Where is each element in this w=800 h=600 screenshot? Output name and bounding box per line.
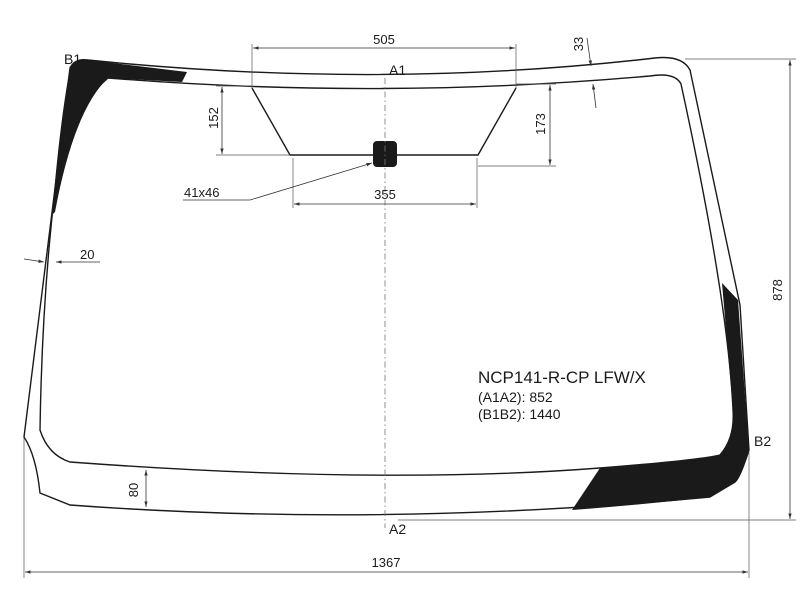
info-code: NCP141-R-CP LFW/X: [478, 368, 646, 387]
info-a1a2: (A1A2): 852: [478, 389, 553, 405]
sensor-block: [373, 141, 397, 167]
dim-152-label: 152: [206, 107, 221, 129]
dim-173-label: 173: [533, 113, 548, 135]
dim-33-arrow-top: [586, 37, 592, 67]
black-band-bottom-right: [572, 283, 749, 510]
point-b1: B1: [64, 51, 81, 67]
dim-505-label: 505: [373, 32, 395, 47]
dim-355-label: 355: [374, 187, 396, 202]
point-a2: A2: [389, 521, 406, 537]
dim-33-arrow-bottom: [592, 83, 597, 109]
point-a1: A1: [389, 62, 406, 78]
dim-41x46-label: 41x46: [184, 185, 219, 200]
glass-inner-outline: [39, 74, 734, 476]
leader-41x46: [183, 162, 373, 201]
dim-1367-label: 1367: [372, 555, 401, 570]
dim-20-arrow-left: [23, 258, 45, 263]
point-b2: B2: [754, 433, 771, 449]
black-band-top-left: [52, 59, 187, 215]
info-b1b2: (B1B2): 1440: [478, 406, 561, 422]
dim-20-label: 20: [80, 247, 94, 262]
dim-80-label: 80: [126, 483, 141, 497]
glass-outer-outline: [23, 56, 750, 516]
dim-33-label: 33: [571, 37, 586, 51]
dim-878-label: 878: [770, 279, 785, 301]
